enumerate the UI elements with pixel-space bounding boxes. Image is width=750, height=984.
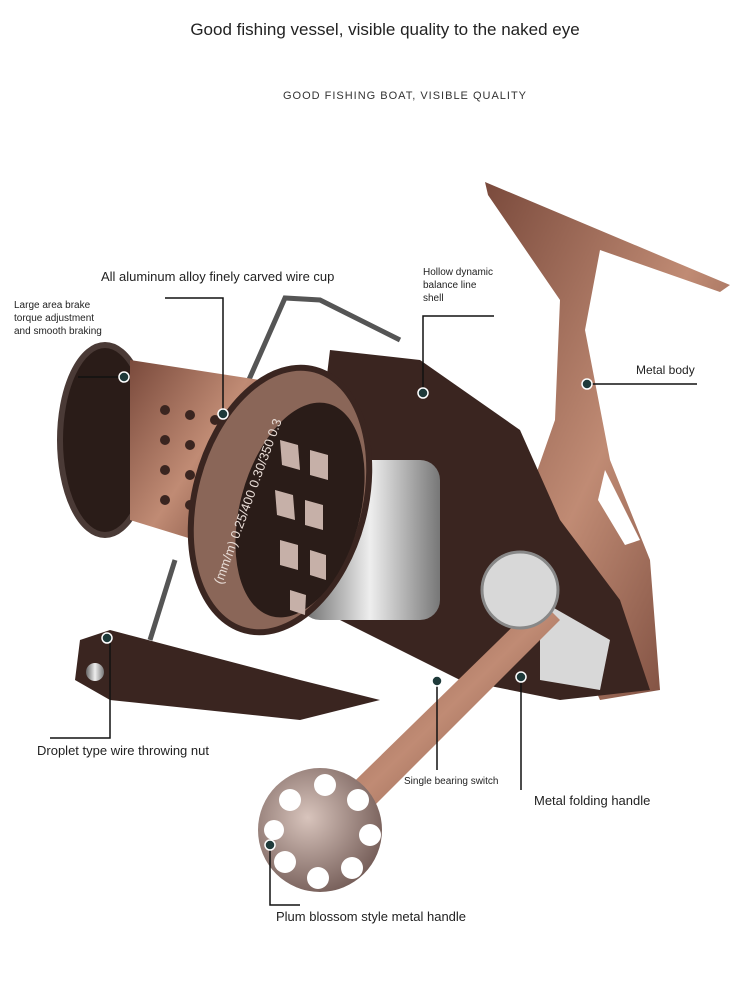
callout-dot <box>118 371 130 383</box>
callout-shell-line: shell <box>423 293 444 304</box>
callout-shell: Hollow dynamic balance line shell <box>423 266 493 305</box>
callout-brake: Large area brake torque adjustment and s… <box>14 299 102 338</box>
callout-shell-line: Hollow dynamic <box>423 267 494 278</box>
callout-brake-line: torque adjustment <box>14 313 95 324</box>
callout-brake-line: Large area brake <box>14 300 91 311</box>
callout-folding-handle: Metal folding handle <box>534 793 651 808</box>
callout-dot <box>417 387 429 399</box>
callout-plum-handle: Plum blossom style metal handle <box>276 909 467 924</box>
callout-dot <box>217 408 229 420</box>
callout-switch: Single bearing switch <box>404 776 499 787</box>
callout-dot <box>581 378 593 390</box>
folding-handle-arm <box>325 600 560 830</box>
page-subtitle: GOOD FISHING BOAT, VISIBLE QUALITY <box>282 90 528 102</box>
callout-lines <box>50 297 697 906</box>
callout-dot <box>101 632 113 644</box>
callout-dot <box>515 671 527 683</box>
plum-blossom-handle-knob <box>258 768 382 892</box>
callout-brake-line: and smooth braking <box>14 326 102 337</box>
callout-body: Metal body <box>636 363 695 377</box>
bail-arm <box>237 295 402 402</box>
callout-dot <box>264 839 276 851</box>
callout-dot <box>431 675 443 687</box>
callout-wire-cup: All aluminum alloy finely carved wire cu… <box>101 269 335 284</box>
callout-nut: Droplet type wire throwing nut <box>37 743 209 758</box>
page-title: Good fishing vessel, visible quality to … <box>190 20 580 39</box>
callout-shell-line: balance line <box>423 280 477 291</box>
